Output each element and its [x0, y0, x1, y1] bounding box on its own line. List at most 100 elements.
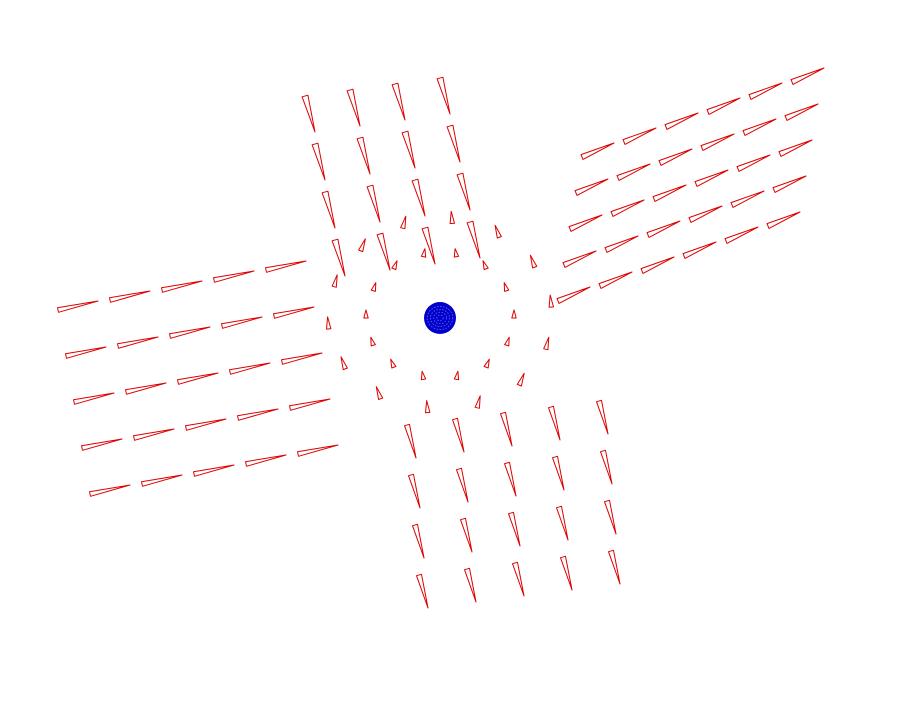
arm-south-arrow-4: [596, 399, 609, 435]
arm-west-arrow-12: [177, 372, 219, 385]
arm-east-arrow-14: [652, 184, 687, 202]
arm-east-arrow-23: [772, 175, 807, 193]
arm-west-arrow-15: [81, 438, 123, 451]
arm-east-arrow-1: [622, 127, 657, 145]
arm-south-arrow-5: [408, 473, 421, 509]
arm-east-arrow-20: [646, 220, 681, 238]
arm-south-arrow-0: [404, 423, 417, 459]
arm-north-arrow-6: [401, 130, 416, 169]
arm-east-arrow-28: [724, 226, 759, 244]
arm-west-arrow-11: [125, 382, 167, 395]
arm-east-arrow-3: [706, 97, 741, 115]
inner-arrow-23: [494, 224, 502, 239]
arm-south-arrow-9: [600, 449, 613, 485]
arm-east-arrow-5: [790, 67, 825, 85]
arm-north-arrow-5: [356, 136, 371, 175]
arm-north-arrow-9: [366, 184, 381, 223]
arm-south-arrow-6: [456, 467, 469, 503]
arm-east-arrow-4: [748, 82, 783, 100]
inner-arrow-19: [400, 215, 407, 230]
arm-east-arrow-16: [736, 154, 771, 172]
inner-arrow-25: [529, 254, 538, 269]
arm-north-arrow-2: [391, 82, 406, 121]
arm-east-arrow-9: [700, 133, 735, 151]
inner-arrow-18: [391, 260, 398, 271]
arm-east-arrow-7: [616, 163, 651, 181]
inner-arrow-27: [548, 294, 554, 308]
arm-east-arrow-11: [784, 103, 819, 121]
arm-south-arrow-15: [416, 573, 429, 609]
arm-east-arrow-21: [688, 205, 723, 223]
arm-east-arrow-18: [562, 250, 597, 268]
arm-south-arrow-8: [552, 455, 565, 491]
arm-west-arrow-13: [229, 362, 271, 375]
arm-west-arrow-20: [89, 484, 131, 497]
arm-east-arrow-25: [598, 271, 633, 289]
sphere-wire-ring: [429, 308, 450, 328]
inner-arrow-8: [420, 370, 427, 381]
arm-west-arrow-0: [57, 300, 99, 313]
arm-west-arrow-17: [185, 418, 227, 431]
arm-west-arrow-21: [141, 474, 183, 487]
arm-north-arrow-0: [301, 94, 316, 133]
arm-east-arrow-15: [694, 169, 729, 187]
arm-south-arrow-19: [608, 549, 621, 585]
inner-arrow-6: [453, 370, 460, 381]
arm-east-arrow-29: [766, 211, 801, 229]
arm-west-arrow-5: [65, 346, 107, 359]
arm-east-arrow-13: [610, 199, 645, 217]
arm-west-arrow-22: [193, 464, 235, 477]
arm-west-arrow-10: [73, 392, 115, 405]
inner-arrow-22: [453, 248, 460, 258]
arm-west-arrow-16: [133, 428, 175, 441]
arm-south-arrow-11: [460, 517, 473, 553]
inner-arrow-3: [516, 372, 525, 387]
arm-west-arrow-19: [289, 398, 331, 411]
inner-arrow-7: [425, 400, 431, 414]
inner-arrow-9: [375, 386, 384, 400]
inner-arrow-14: [363, 309, 369, 319]
arm-north-arrow-8: [321, 190, 336, 229]
arm-south-arrow-17: [512, 561, 525, 597]
arm-north-arrow-13: [376, 232, 391, 271]
inner-arrow-5: [474, 395, 481, 409]
arm-west-arrow-7: [169, 326, 211, 339]
arm-east-arrow-26: [640, 256, 675, 274]
sphere-wire-ring: [433, 311, 447, 325]
inner-arrow-1: [543, 336, 550, 351]
inner-arrow-15: [331, 274, 338, 288]
arm-west-arrow-9: [273, 306, 315, 319]
arm-east-arrow-8: [658, 148, 693, 166]
arm-east-arrow-24: [556, 286, 591, 304]
arm-east-arrow-0: [580, 142, 615, 160]
arm-west-arrow-8: [221, 316, 263, 329]
arm-west-arrow-3: [213, 270, 255, 283]
inner-arrow-20: [420, 248, 427, 258]
arm-west-arrow-14: [281, 352, 323, 365]
inner-arrow-17: [358, 238, 366, 253]
arm-west-arrow-18: [237, 408, 279, 421]
inner-arrow-26: [503, 282, 510, 292]
sphere-wire-ring: [436, 314, 444, 322]
arm-south-arrow-13: [556, 505, 569, 541]
arm-east-arrow-27: [682, 241, 717, 259]
arm-east-arrow-19: [604, 235, 639, 253]
inner-arrow-16: [370, 282, 377, 292]
arm-west-arrow-24: [297, 444, 339, 457]
arm-west-arrow-2: [161, 280, 203, 293]
arm-north-arrow-3: [436, 76, 451, 115]
arm-south-arrow-14: [604, 499, 617, 535]
arm-east-arrow-17: [778, 139, 813, 157]
arm-south-arrow-10: [412, 523, 425, 559]
arm-south-arrow-2: [500, 411, 513, 447]
arm-west-arrow-1: [109, 290, 151, 303]
arm-north-arrow-14: [421, 226, 436, 265]
arm-west-arrow-23: [245, 454, 287, 467]
arm-east-arrow-22: [730, 190, 765, 208]
inner-arrow-13: [326, 316, 332, 330]
arm-south-arrow-3: [548, 405, 561, 441]
arm-east-arrow-2: [664, 112, 699, 130]
arrow-glyphs: [57, 67, 825, 609]
inner-arrow-10: [390, 358, 397, 369]
